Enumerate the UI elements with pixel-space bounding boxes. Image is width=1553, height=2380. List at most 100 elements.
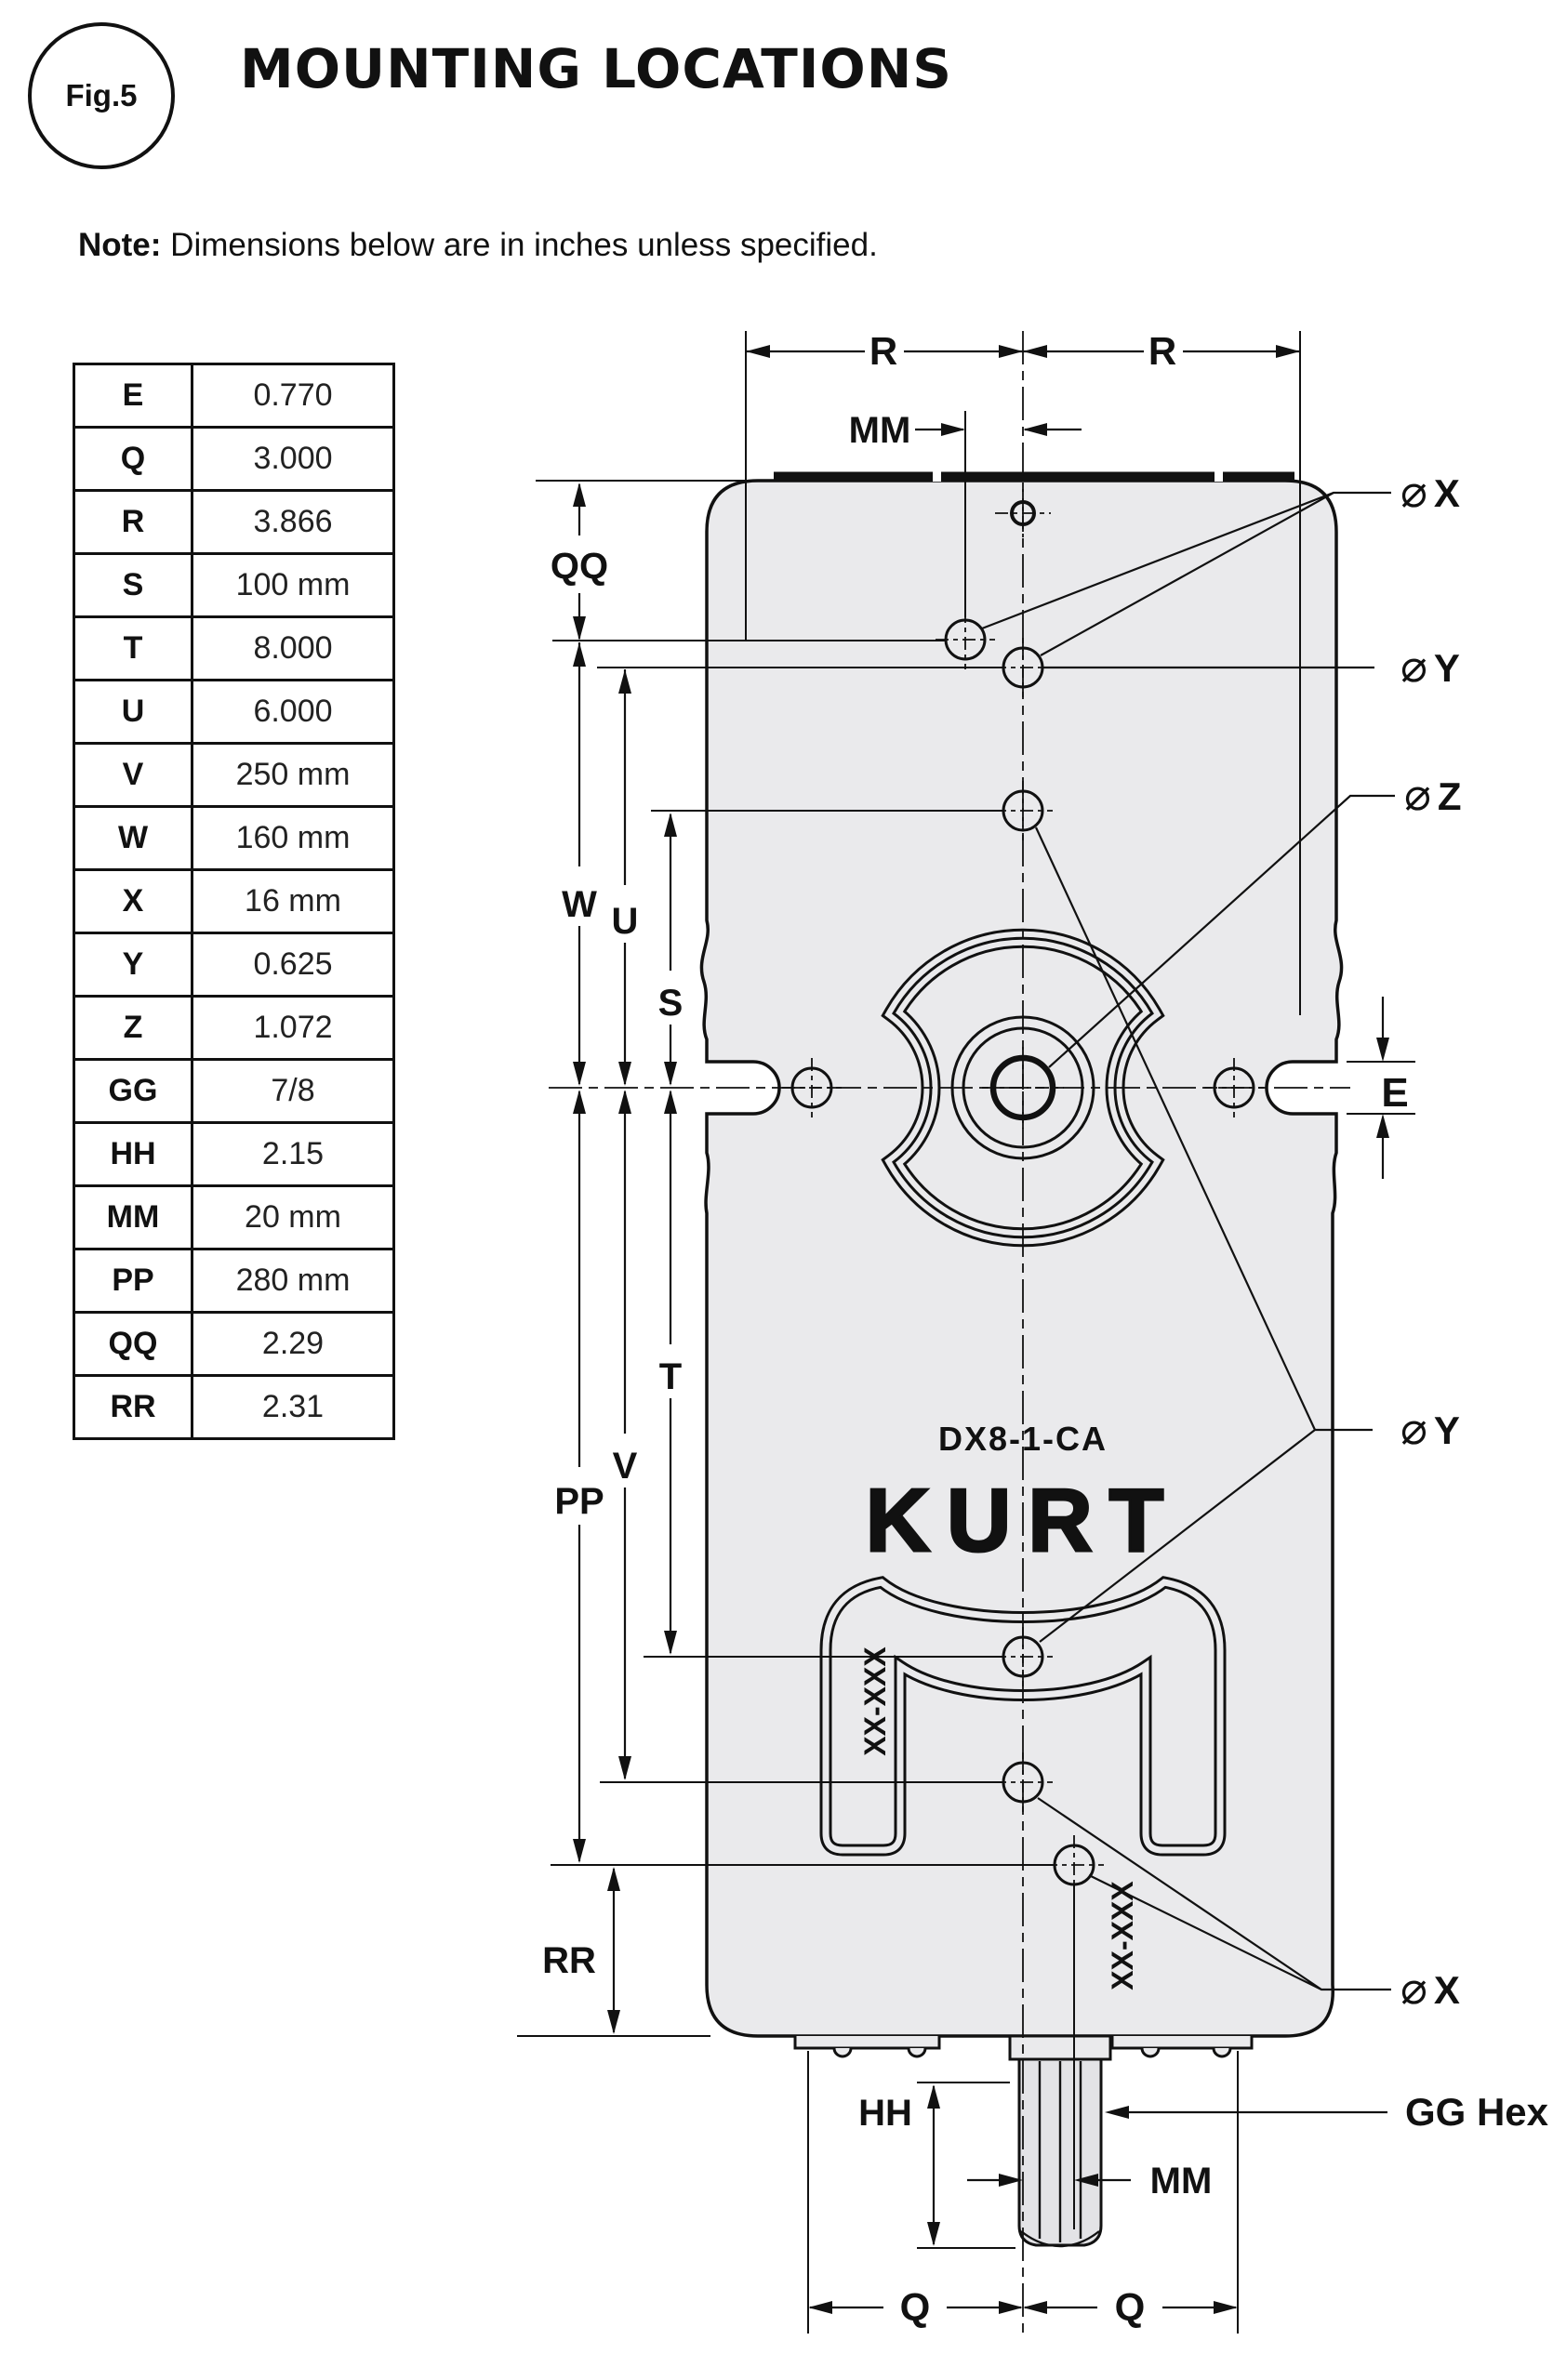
dim-key: MM <box>73 1184 193 1250</box>
dim-label-rr: RR <box>542 1940 596 1981</box>
callout-dia-x-top: ⌀X <box>1400 468 1460 517</box>
dim-label-pp: PP <box>554 1481 604 1522</box>
leader-dia-z <box>1048 794 1395 1068</box>
note: Note: Dimensions below are in inches unl… <box>78 227 878 264</box>
figure-badge: Fig.5 <box>28 22 175 169</box>
diameter-symbol: ⌀ <box>1400 1405 1427 1454</box>
hex-shaft-tip <box>1020 2230 1100 2248</box>
handle-recess <box>819 1576 1227 1857</box>
right-foot <box>1110 2036 1254 2050</box>
dimension-lines <box>577 350 1385 2309</box>
dim-key: PP <box>73 1248 193 1314</box>
dim-label-e: E <box>1381 1070 1408 1116</box>
dim-key: E <box>73 363 193 429</box>
dim-label-t: T <box>659 1356 682 1397</box>
centerlines <box>549 331 1350 2335</box>
dim-key: T <box>73 615 193 681</box>
dim-label-v: V <box>613 1446 638 1487</box>
left-foot <box>793 2036 941 2050</box>
dim-value: 250 mm <box>191 742 395 808</box>
dim-value: 16 mm <box>191 868 395 934</box>
leader-dia-x-bottom <box>1037 1797 1391 1991</box>
hex-shaft-collar <box>1008 2034 1112 2061</box>
dim-value: 20 mm <box>191 1184 395 1250</box>
callout-dia-y-mid: ⌀Y <box>1400 1405 1460 1454</box>
dim-key: QQ <box>73 1311 193 1377</box>
page-title: MOUNTING LOCATIONS <box>240 37 953 100</box>
diameter-symbol: ⌀ <box>1400 1964 1427 2014</box>
dim-label-s: S <box>658 983 684 1024</box>
serial-placeholder-2: XX-XXX <box>1106 1881 1139 1990</box>
part-number: DX8-1-CA <box>938 1420 1108 1458</box>
vise-body <box>699 470 1344 2038</box>
dim-value: 3.866 <box>191 489 395 555</box>
extension-lines <box>517 331 1415 2334</box>
vise-body-outline <box>699 479 1344 2038</box>
dim-value: 7/8 <box>191 1058 395 1124</box>
dim-value: 280 mm <box>191 1248 395 1314</box>
callout-dia-z: ⌀Z <box>1404 771 1462 820</box>
dim-value: 3.000 <box>191 426 395 492</box>
dim-label-mm-top: MM <box>849 410 911 451</box>
diameter-symbol: ⌀ <box>1400 468 1427 517</box>
note-label: Note: <box>78 227 162 263</box>
dimension-labels: R R MM QQ W U S T V PP RR HH E MM Q Q GG… <box>542 329 1549 2329</box>
serial-placeholder-1: XX-XXX <box>858 1646 892 1756</box>
dim-value: 0.625 <box>191 932 395 998</box>
dim-label-gg-hex: GG Hex <box>1405 2090 1549 2134</box>
dim-key: Q <box>73 426 193 492</box>
dim-label-mm-bottom: MM <box>1150 2161 1213 2202</box>
hex-shaft <box>1008 2034 1112 2248</box>
left-foot-bump-1 <box>832 2047 853 2058</box>
dim-key: HH <box>73 1121 193 1187</box>
dim-key: R <box>73 489 193 555</box>
hole-centermarks <box>782 489 1264 1895</box>
leader-dia-x-top <box>981 491 1391 656</box>
feet <box>793 2036 1254 2058</box>
dim-label-q-right: Q <box>1115 2285 1146 2329</box>
jaw-band-nick-right <box>1215 470 1223 482</box>
dim-key: U <box>73 679 193 745</box>
dim-label-r-left: R <box>869 329 897 373</box>
dim-value: 8.000 <box>191 615 395 681</box>
right-foot-bump-1 <box>1140 2047 1161 2058</box>
dim-label-hh: HH <box>858 2093 912 2134</box>
dim-value: 1.072 <box>191 995 395 1061</box>
handle-recess-mask <box>822 1579 1224 1854</box>
diameter-callouts: ⌀X ⌀Y ⌀Z ⌀Y ⌀X <box>1400 468 1462 2014</box>
dim-key: W <box>73 805 193 871</box>
dim-label-q-left: Q <box>900 2285 931 2329</box>
dim-value: 6.000 <box>191 679 395 745</box>
dim-label-r-right: R <box>1148 329 1176 373</box>
callout-dia-x-bottom: ⌀X <box>1400 1964 1460 2014</box>
dim-label-w: W <box>562 884 597 925</box>
dimension-arrows <box>573 345 1389 2314</box>
dim-key: Z <box>73 995 193 1061</box>
dim-value: 0.770 <box>191 363 395 429</box>
diameter-symbol: ⌀ <box>1404 771 1431 820</box>
diameter-symbol: ⌀ <box>1400 642 1427 692</box>
brand-logo: KURT <box>866 1471 1181 1570</box>
dim-value: 100 mm <box>191 552 395 618</box>
dim-value: 2.29 <box>191 1311 395 1377</box>
leader-lines <box>981 491 1395 2114</box>
right-foot-bump-2 <box>1212 2047 1232 2058</box>
boss-outline-mid <box>892 936 1154 1239</box>
jaw-band-nick-left <box>933 470 941 482</box>
